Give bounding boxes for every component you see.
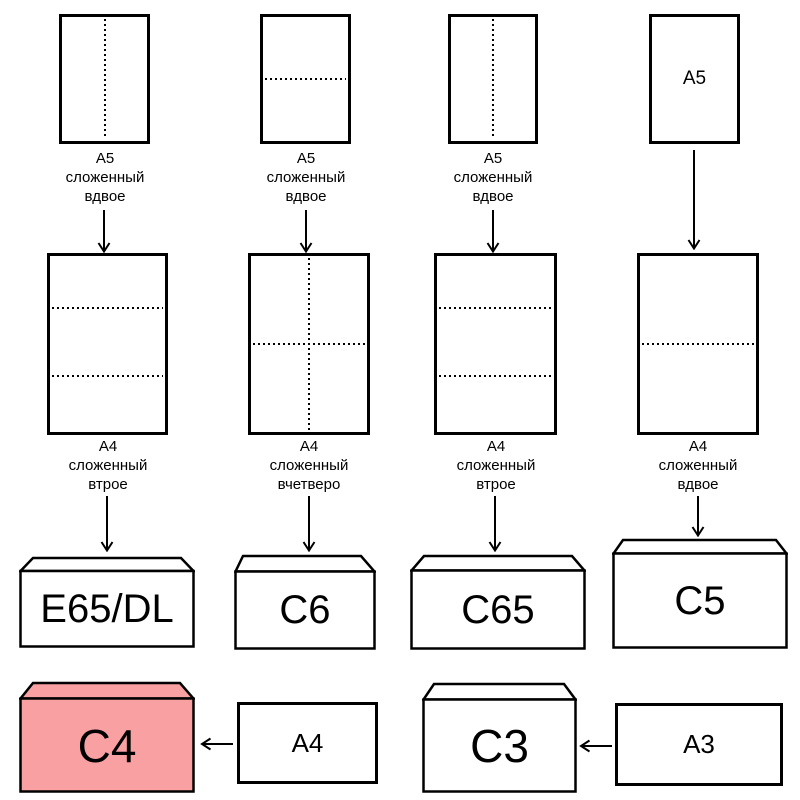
- envelope-c4-highlighted: C4: [19, 681, 195, 793]
- envelope-label: C65: [461, 587, 535, 632]
- envelope-body: [410, 569, 586, 650]
- paper-box-a3: А3: [615, 703, 783, 786]
- envelope-body: [234, 570, 376, 650]
- envelope-outline: [612, 538, 788, 649]
- arrow-down-icon: [686, 150, 702, 250]
- envelope-c5: C5: [612, 538, 788, 649]
- paper-box-a4: А4: [237, 702, 378, 784]
- sheet-inner-label: А5: [682, 68, 707, 89]
- paper-box-label: А3: [683, 729, 715, 759]
- envelope-outline: [234, 554, 376, 650]
- fold-line-vertical: [492, 19, 494, 139]
- sheet-caption-a5-col1: А5 сложенный вдвое: [65, 150, 145, 205]
- envelope-label: C3: [470, 720, 529, 772]
- paper-sheet-a5-col3: [448, 14, 538, 144]
- fold-line-horizontal: [52, 307, 163, 309]
- envelope-flap: [19, 556, 195, 573]
- arrow-down-icon: [301, 496, 317, 552]
- paper-sheet-a5-col2: [260, 14, 351, 144]
- sheet-caption-a5-col2: А5 сложенный вдвое: [266, 150, 346, 205]
- envelope-flap: [612, 538, 788, 555]
- envelope-label: C4: [77, 719, 137, 772]
- envelope-outline: [410, 554, 586, 650]
- fold-line-horizontal: [253, 343, 365, 345]
- arrow-down-icon: [485, 210, 501, 253]
- arrow-down-icon: [690, 496, 706, 537]
- envelope-outline: [19, 681, 195, 793]
- envelope-body: [19, 697, 195, 793]
- fold-line-vertical: [103, 19, 106, 139]
- sheet-caption-a4-col2: А4 сложенный вчетверо: [269, 438, 349, 493]
- paper-sheet-a5-col4: А5: [649, 14, 740, 144]
- envelope-label: C5: [674, 578, 726, 623]
- arrow-down-icon: [99, 496, 115, 552]
- envelope-body: [612, 552, 788, 649]
- sheet-caption-a5-col3: А5 сложенный вдвое: [453, 150, 533, 205]
- paper-sheet-a4-col4: [637, 253, 759, 435]
- arrow-left-icon: [579, 738, 613, 754]
- envelope-c6: C6: [234, 554, 376, 650]
- envelope-label: E65/DL: [40, 587, 174, 631]
- envelope-body: [422, 698, 577, 793]
- paper-sheet-a5-col1: [59, 14, 150, 144]
- envelope-outline: [19, 556, 195, 648]
- envelope-e65dl: E65/DL: [19, 556, 195, 648]
- envelope-c3: C3: [422, 682, 577, 793]
- envelope-flap: [19, 681, 195, 700]
- envelope-c65: C65: [410, 554, 586, 650]
- fold-line-horizontal: [52, 375, 163, 377]
- fold-line-horizontal: [439, 307, 552, 309]
- arrow-down-icon: [96, 210, 112, 253]
- fold-line-horizontal: [265, 78, 346, 80]
- paper-box-label: А4: [291, 727, 324, 758]
- envelope-flap: [422, 682, 577, 701]
- envelope-flap: [234, 554, 376, 573]
- arrow-down-icon: [487, 496, 503, 552]
- fold-line-horizontal: [642, 343, 754, 345]
- envelope-outline: [422, 682, 577, 793]
- envelope-body: [19, 569, 195, 648]
- envelope-flap: [410, 554, 586, 572]
- sheet-caption-a4-col1: А4 сложенный втрое: [68, 438, 148, 493]
- sheet-caption-a4-col4: А4 сложенный вдвое: [658, 438, 738, 493]
- fold-line-horizontal: [439, 375, 552, 377]
- paper-sheet-a4-col2: [248, 253, 370, 435]
- envelope-label: C6: [279, 588, 331, 632]
- arrow-down-icon: [298, 210, 314, 253]
- arrow-left-icon: [200, 736, 234, 752]
- sheet-caption-a4-col3: А4 сложенный втрое: [456, 438, 536, 493]
- paper-sheet-a4-col3: [434, 253, 557, 435]
- paper-sheet-a4-col1: [47, 253, 168, 435]
